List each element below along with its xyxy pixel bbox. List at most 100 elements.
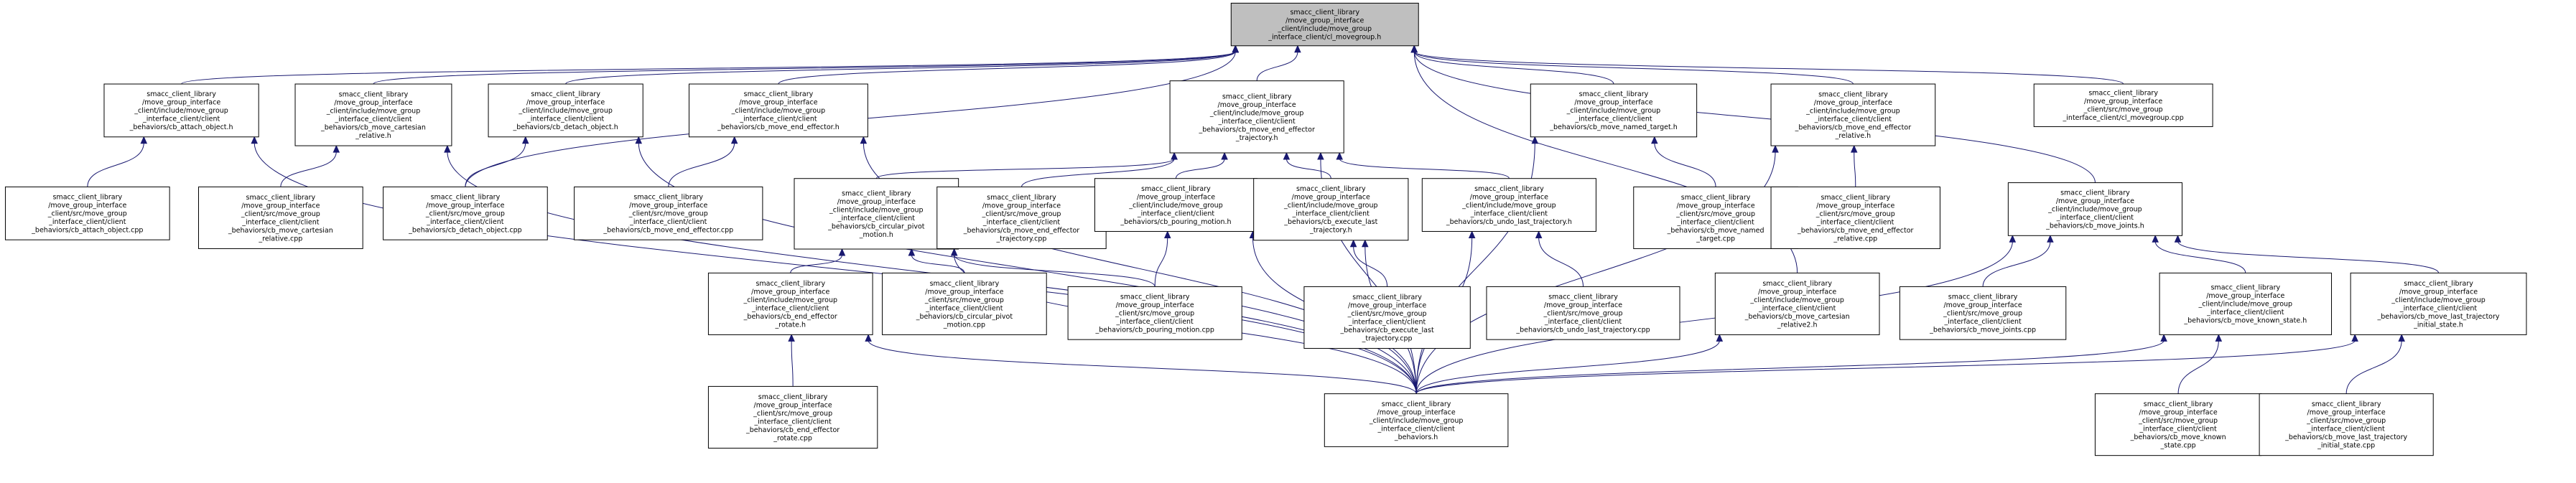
node-box [1421, 178, 1596, 232]
node-cb-move-cartesian-relative-cpp[interactable]: smacc_client_library/move_group_interfac… [197, 186, 363, 249]
node-label-line: /move_group_interface [1943, 301, 2022, 309]
node-label-line: /move_group_interface [1470, 193, 1548, 201]
edge-cb-circular-pivot-motion-h-to-cb-move-end-effector-trajectory-h [875, 158, 1175, 179]
node-label-line: _client/include/move_group [829, 206, 924, 214]
node-label-line: _interface_client/cl_movegroup.cpp [2063, 114, 2184, 122]
node-label-line: _interface_client/client [925, 304, 1003, 312]
node-label-line: smacc_client_library [2210, 284, 2280, 292]
node-label-line: smacc_client_library [1296, 185, 1366, 193]
arrowhead [1317, 151, 1324, 160]
node-cb-end-effector-rotate-cpp[interactable]: smacc_client_library/move_group_interfac… [707, 385, 878, 449]
node-box [707, 272, 873, 335]
node-label-line: smacc_client_library [930, 280, 1000, 288]
node-cb-move-last-trajectory-initial-state-cpp[interactable]: smacc_client_library/move_group_interfac… [2259, 393, 2434, 456]
node-label-line: _interface_client/client [1814, 116, 1892, 123]
edge-client-behaviors-h-to-cb-move-joints-h [1415, 241, 2013, 394]
node-cb-circular-pivot-motion-h[interactable]: smacc_client_library/move_group_interfac… [794, 178, 959, 250]
node-cb-move-last-trajectory-initial-state-h[interactable]: smacc_client_library/move_group_interfac… [2350, 272, 2527, 335]
node-label-line: _client/include/move_group [134, 107, 228, 115]
node-box [882, 272, 1047, 335]
node-label-line: _interface_client/client [334, 116, 412, 123]
edge-cb-move-joints-h-to-root [1413, 51, 2096, 183]
node-cb-attach-object-h[interactable]: smacc_client_library/move_group_interfac… [103, 83, 259, 138]
arrowhead [2174, 235, 2182, 243]
node-label-line: smacc_client_library [1948, 294, 2018, 301]
node-label-line: _client/src/move_group [1543, 310, 1623, 318]
node-root[interactable]: smacc_client_library/move_group_interfac… [1230, 2, 1419, 47]
arrowhead [251, 136, 258, 144]
node-label-line: _client/include/move_group [326, 108, 421, 116]
node-cb-move-end-effector-trajectory-h[interactable]: smacc_client_library/move_group_interfac… [1169, 80, 1344, 154]
node-cb-move-cartesian-relative2-h[interactable]: smacc_client_library/move_group_interfac… [1714, 272, 1880, 335]
node-cb-move-joints-cpp[interactable]: smacc_client_library/move_group_interfac… [1899, 286, 2067, 340]
node-label-line: _relative.cpp [258, 235, 302, 243]
node-label-line: /move_group_interface [1574, 99, 1652, 107]
node-label-line: smacc_client_library [744, 90, 814, 98]
node-label-line: smacc_client_library [1474, 185, 1544, 193]
arrowhead [1772, 144, 1779, 153]
edge-cb-move-end-effector-cpp-to-cb-move-end-effector-h [668, 142, 735, 187]
node-cb-move-joints-h[interactable]: smacc_client_library/move_group_interfac… [2007, 182, 2182, 236]
node-cb-circular-pivot-motion-cpp[interactable]: smacc_client_library/move_group_interfac… [882, 272, 1047, 335]
edge-cb-move-cartesian-relative-h-to-root [373, 51, 1236, 85]
node-label-line: smacc_client_library [2060, 189, 2130, 197]
node-label-line: _client/src/move_group [1347, 310, 1427, 318]
node-client-behaviors-h[interactable]: smacc_client_library/move_group_interfac… [1324, 393, 1509, 447]
node-label-line: _client/include/move_group [1209, 109, 1304, 117]
node-cb-move-end-effector-relative-h[interactable]: smacc_client_library/move_group_interfac… [1770, 83, 1936, 146]
node-label-line: smacc_client_library [1681, 194, 1751, 202]
node-cb-move-known-state-h[interactable]: smacc_client_library/move_group_interfac… [2159, 272, 2333, 335]
node-cb-move-end-effector-h[interactable]: smacc_client_library/move_group_interfac… [689, 83, 868, 138]
node-cb-move-end-effector-trajectory-cpp[interactable]: smacc_client_library/move_group_interfac… [936, 186, 1107, 249]
node-label-line: /move_group_interface [2084, 98, 2162, 105]
node-cb-move-cartesian-relative-h[interactable]: smacc_client_library/move_group_interfac… [294, 83, 452, 146]
node-label-line: _behaviors/cb_move_end_effector.h [717, 123, 840, 131]
node-label-line: _client/src/move_group [1943, 310, 2022, 318]
node-label-line: _client/include/move_group [1369, 417, 1464, 425]
node-cb-end-effector-rotate-h[interactable]: smacc_client_library/move_group_interfac… [707, 272, 873, 335]
node-cb-move-end-effector-cpp[interactable]: smacc_client_library/move_group_interfac… [574, 186, 763, 240]
node-cb-pouring-motion-cpp[interactable]: smacc_client_library/move_group_interfac… [1067, 286, 1242, 340]
node-label-line: _interface_client/client [1292, 210, 1370, 218]
node-label-line: _interface_client/client [1137, 210, 1215, 217]
node-label-line: _behaviors/cb_move_end_effector [1198, 126, 1315, 133]
node-cb-move-end-effector-relative-cpp[interactable]: smacc_client_library/move_group_interfac… [1770, 186, 1940, 249]
node-label-line: _client/include/move_group [1566, 107, 1661, 115]
node-label-line: /move_group_interface [982, 202, 1061, 210]
node-cb-execute-last-trajectory-h[interactable]: smacc_client_library/move_group_interfac… [1253, 178, 1409, 241]
node-cb-pouring-motion-h[interactable]: smacc_client_library/move_group_interfac… [1094, 178, 1257, 232]
node-cb-execute-last-trajectory-cpp[interactable]: smacc_client_library/move_group_interfac… [1303, 286, 1471, 349]
node-label-line: _trajectory.h [1309, 227, 1352, 235]
node-cb-undo-last-trajectory-h[interactable]: smacc_client_library/move_group_interfac… [1421, 178, 1596, 232]
node-cl-movegroup-cpp[interactable]: smacc_client_library/move_group_interfac… [2033, 83, 2213, 127]
node-label-line: _interface_client/client [1943, 318, 2022, 326]
edge-layer [87, 44, 2440, 395]
node-label-line: _interface_client/client [1218, 118, 1296, 126]
node-cb-move-named-target-cpp[interactable]: smacc_client_library/move_group_interfac… [1633, 186, 1798, 249]
node-label-line: _client/src/move_group [1115, 310, 1194, 318]
node-label-line: /move_group_interface [1816, 202, 1894, 210]
node-label-line: smacc_client_library [755, 280, 825, 288]
edge-cb-move-named-target-h-to-root [1413, 51, 1614, 85]
node-label-line: _behaviors/cb_move_joints.h [2045, 222, 2144, 230]
edge-cb-pouring-motion-cpp-to-cb-circular-pivot-motion-h [954, 254, 1156, 287]
node-cb-move-named-target-h[interactable]: smacc_client_library/move_group_interfac… [1530, 83, 1698, 138]
node-box [383, 186, 548, 240]
node-layer: smacc_client_library/move_group_interfac… [4, 2, 2527, 456]
node-cb-move-known-state-cpp[interactable]: smacc_client_library/move_group_interfac… [2094, 393, 2262, 456]
node-cb-attach-object-cpp[interactable]: smacc_client_library/move_group_interfac… [4, 186, 170, 240]
arrowhead [1232, 44, 1240, 53]
arrowhead [2009, 235, 2017, 243]
node-label-line: _client/src/move_group [241, 210, 320, 218]
node-cb-detach-object-h[interactable]: smacc_client_library/move_group_interfac… [488, 83, 643, 138]
node-cb-detach-object-cpp[interactable]: smacc_client_library/move_group_interfac… [383, 186, 548, 240]
node-label-line: /move_group_interface [426, 202, 504, 210]
arrowhead [1535, 230, 1543, 238]
node-label-line: _interface_client/client [1116, 318, 1194, 326]
node-label-line: /move_group_interface [629, 202, 707, 210]
node-cb-undo-last-trajectory-cpp[interactable]: smacc_client_library/move_group_interfac… [1486, 286, 1680, 340]
node-label-line: _interface_client/client [739, 116, 817, 123]
node-label-line: _interface_client/client [1676, 218, 1754, 226]
arrowhead [1221, 151, 1228, 160]
node-label-line: /move_group_interface [1292, 194, 1370, 202]
